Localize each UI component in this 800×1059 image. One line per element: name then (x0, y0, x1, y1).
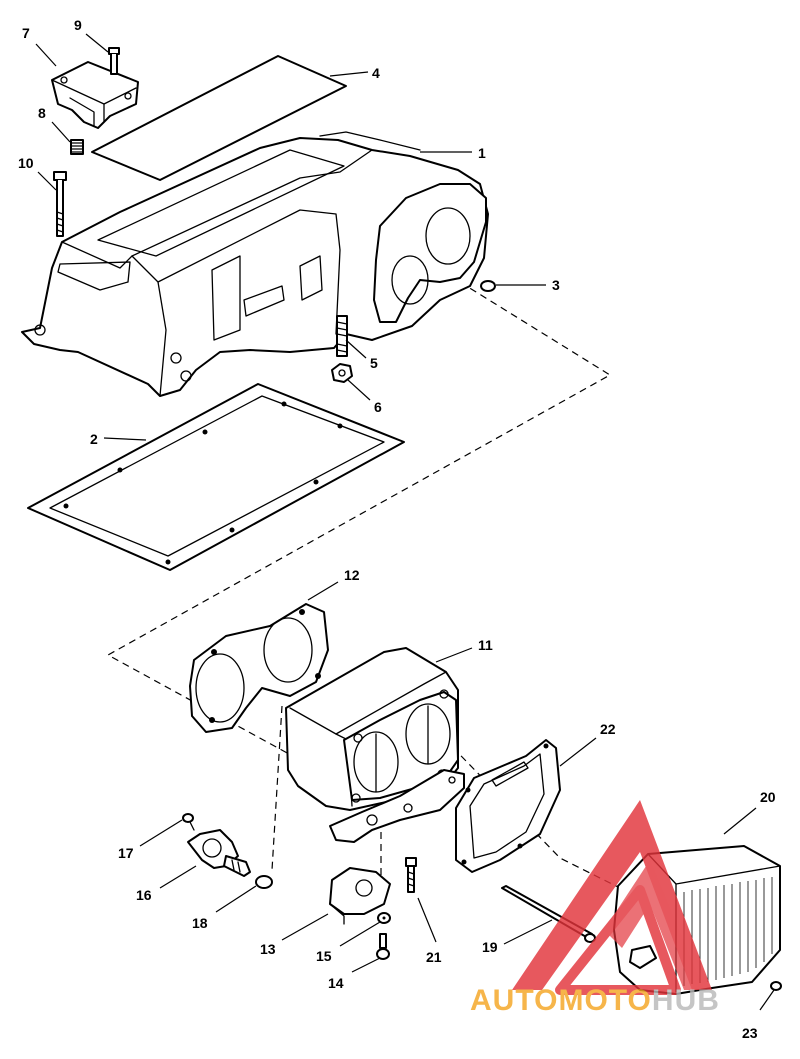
callout-13: 13 (260, 941, 276, 957)
watermark-text-automoto: AUTOMOTO (470, 984, 652, 1017)
callout-2: 2 (90, 431, 98, 447)
callout-22: 22 (600, 721, 616, 737)
watermark-text-hub: HUB (652, 984, 720, 1017)
part-10-bolt (53, 171, 67, 237)
callout-19: 19 (482, 939, 498, 955)
part-18-oring (255, 875, 273, 889)
callout-12: 12 (344, 567, 360, 583)
part-17-screw (182, 813, 195, 831)
callout-14: 14 (328, 975, 344, 991)
callout-17: 17 (118, 845, 134, 861)
watermark-logo-icon (512, 800, 712, 995)
callout-4: 4 (372, 65, 380, 81)
part-1-plenum-cover (21, 131, 489, 397)
part-12-throttle-gasket (189, 603, 329, 733)
part-6-nut (331, 363, 353, 383)
callout-10: 10 (18, 155, 34, 171)
part-4-sheet (91, 55, 347, 181)
callout-labels: 1 2 3 4 5 6 7 8 9 10 11 12 13 14 15 16 1… (18, 17, 776, 1041)
part-9-screw (108, 47, 120, 75)
automotohub-watermark: AUTOMOTOHUB (470, 800, 720, 1017)
callout-6: 6 (374, 399, 382, 415)
part-15-washer (377, 912, 391, 924)
part-2-gasket (27, 383, 405, 571)
callout-16: 16 (136, 887, 152, 903)
leader-lines (35, 33, 775, 1011)
part-22-gasket (455, 739, 561, 873)
part-7-sensor (51, 61, 139, 129)
part-8-spring (70, 139, 84, 155)
callout-9: 9 (74, 17, 82, 33)
callout-8: 8 (38, 105, 46, 121)
part-14-screw (376, 933, 390, 960)
callout-20: 20 (760, 789, 776, 805)
part-11-throttle-body (285, 647, 465, 843)
part-23-screw (770, 981, 782, 991)
callout-1: 1 (478, 145, 486, 161)
callout-7: 7 (22, 25, 30, 41)
part-16-idle-valve (187, 829, 251, 877)
callout-21: 21 (426, 949, 442, 965)
part-21-stud (405, 857, 417, 893)
part-5-stud (336, 315, 348, 357)
callout-3: 3 (552, 277, 560, 293)
svg-text:AUTOMOTOHUB: AUTOMOTOHUB (470, 984, 720, 1017)
part-3-plug (480, 280, 496, 292)
callout-18: 18 (192, 915, 208, 931)
callout-5: 5 (370, 355, 378, 371)
callout-15: 15 (316, 948, 332, 964)
callout-11: 11 (478, 637, 493, 653)
callout-23: 23 (742, 1025, 758, 1041)
part-13-sensor (329, 867, 391, 925)
